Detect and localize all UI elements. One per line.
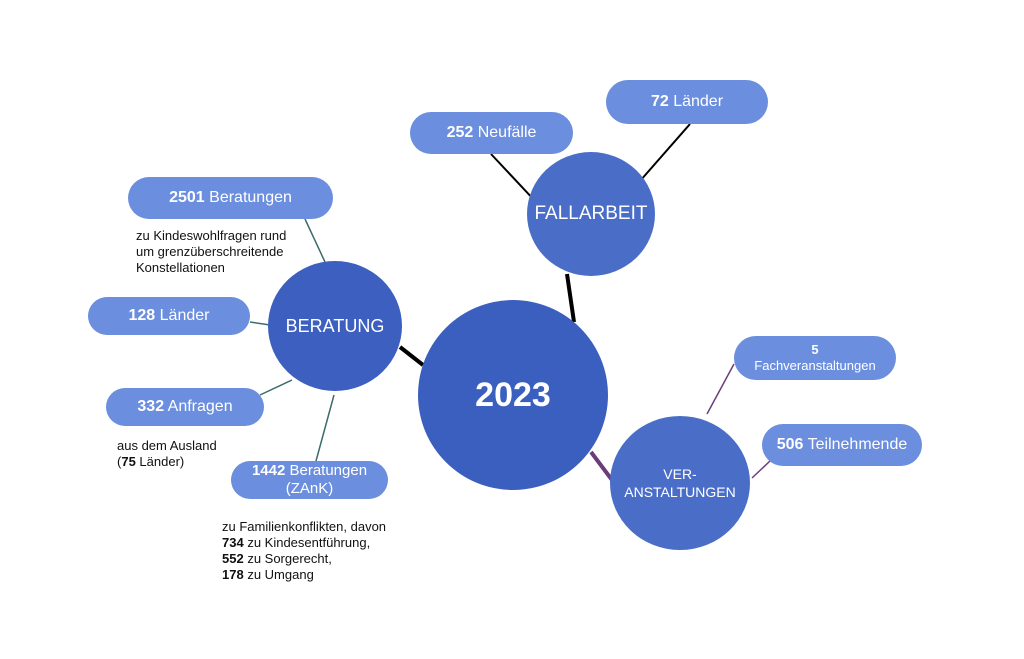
beratungen-2501-note-line: zu Kindeswohlfragen rund xyxy=(136,228,287,243)
connector-center-beratung xyxy=(398,345,425,367)
anfragen-text: Anfragen xyxy=(167,398,233,415)
fallarbeit-laender-text: Länder xyxy=(673,93,724,110)
anfragen-note-line2: (75 Länder) xyxy=(117,454,267,470)
neufaelle-number: 252 xyxy=(446,124,474,141)
connector-center-veranstaltungen xyxy=(589,450,614,482)
zank-note-item: 734 zu Kindesentführung, xyxy=(222,535,422,551)
neufaelle-text: Neufälle xyxy=(477,124,537,141)
zank-pill: 1442 Beratungen (ZAnK) xyxy=(231,461,388,499)
fallarbeit-laender-pill: 72 Länder xyxy=(606,80,768,124)
zank-note-item: 552 zu Sorgerecht, xyxy=(222,551,422,567)
fachveranstaltungen-pill: 5 Fachveranstaltungen xyxy=(734,336,896,380)
veranstaltungen-label-line2: ANSTALTUNGEN xyxy=(624,484,736,500)
connector-center-fallarbeit xyxy=(565,273,576,323)
fachveranstaltungen-text: Fachveranstaltungen xyxy=(754,358,876,373)
center-year-circle: 2023 xyxy=(418,300,608,490)
zank-note-item: 178 zu Umgang xyxy=(222,567,422,583)
beratung-circle: BERATUNG xyxy=(268,261,402,391)
beratungen-2501-note-line: Konstellationen xyxy=(136,260,225,275)
beratungen-2501-note-line: um grenzüberschreitende xyxy=(136,244,284,259)
connector-veranstaltungen-fach xyxy=(706,363,735,415)
connector-veranstaltungen-teilnehmende xyxy=(751,460,771,479)
beratung-laender-number: 128 xyxy=(128,307,156,324)
beratungen-2501-text: Beratungen xyxy=(209,189,292,206)
zank-number: 1442 xyxy=(251,462,286,479)
zank-note-item-text: zu Sorgerecht, xyxy=(243,551,332,566)
anfragen-pill: 332 Anfragen xyxy=(106,388,264,426)
anfragen-note-line1: aus dem Ausland xyxy=(117,438,217,453)
zank-note-item-text: zu Kindesentführung, xyxy=(243,535,371,550)
fallarbeit-label: FALLARBEIT xyxy=(534,203,648,224)
fachveranstaltungen-number: 5 xyxy=(811,342,819,357)
connector-fallarbeit-neufaelle xyxy=(490,153,537,203)
beratungen-2501-number: 2501 xyxy=(169,189,205,206)
fallarbeit-laender-number: 72 xyxy=(650,93,669,110)
teilnehmende-number: 506 xyxy=(776,436,804,453)
anfragen-note-open: ( xyxy=(117,454,122,469)
teilnehmende-pill: 506 Teilnehmende xyxy=(762,424,922,466)
zank-line2: (ZAnK) xyxy=(285,480,334,497)
center-year-label: 2023 xyxy=(475,375,551,414)
zank-note: zu Familienkonflikten, davon 734 zu Kind… xyxy=(222,519,422,583)
connector-beratung-332 xyxy=(259,379,293,396)
connector-beratung-2501 xyxy=(304,218,326,263)
anfragen-number: 332 xyxy=(137,398,165,415)
connector-fallarbeit-laender xyxy=(639,123,691,182)
zank-note-intro: zu Familienkonflikten, davon xyxy=(222,519,387,534)
teilnehmende-text: Teilnehmende xyxy=(807,436,908,453)
anfragen-note: aus dem Ausland (75 Länder) xyxy=(117,438,267,470)
fallarbeit-circle: FALLARBEIT xyxy=(527,152,655,276)
beratung-label: BERATUNG xyxy=(285,315,385,336)
zank-note-item-text: zu Umgang xyxy=(243,567,314,582)
zank-text: Beratungen xyxy=(289,462,368,479)
beratung-laender-pill: 128 Länder xyxy=(88,297,250,335)
connector-beratung-1442 xyxy=(315,394,335,462)
zank-note-item-number: 178 xyxy=(222,567,244,582)
beratungen-2501-note: zu Kindeswohlfragen rund um grenzübersch… xyxy=(136,228,326,276)
anfragen-note-close: Länder) xyxy=(135,454,185,469)
zank-note-item-number: 734 xyxy=(222,535,244,550)
neufaelle-pill: 252 Neufälle xyxy=(410,112,573,154)
beratung-laender-text: Länder xyxy=(159,307,210,324)
connector-beratung-128 xyxy=(249,321,271,326)
anfragen-note-number: 75 xyxy=(121,454,136,469)
zank-note-item-number: 552 xyxy=(222,551,244,566)
veranstaltungen-label-line1: VER- xyxy=(663,466,697,482)
veranstaltungen-circle: VER- ANSTALTUNGEN xyxy=(610,416,750,550)
beratungen-2501-pill: 2501 Beratungen xyxy=(128,177,333,219)
